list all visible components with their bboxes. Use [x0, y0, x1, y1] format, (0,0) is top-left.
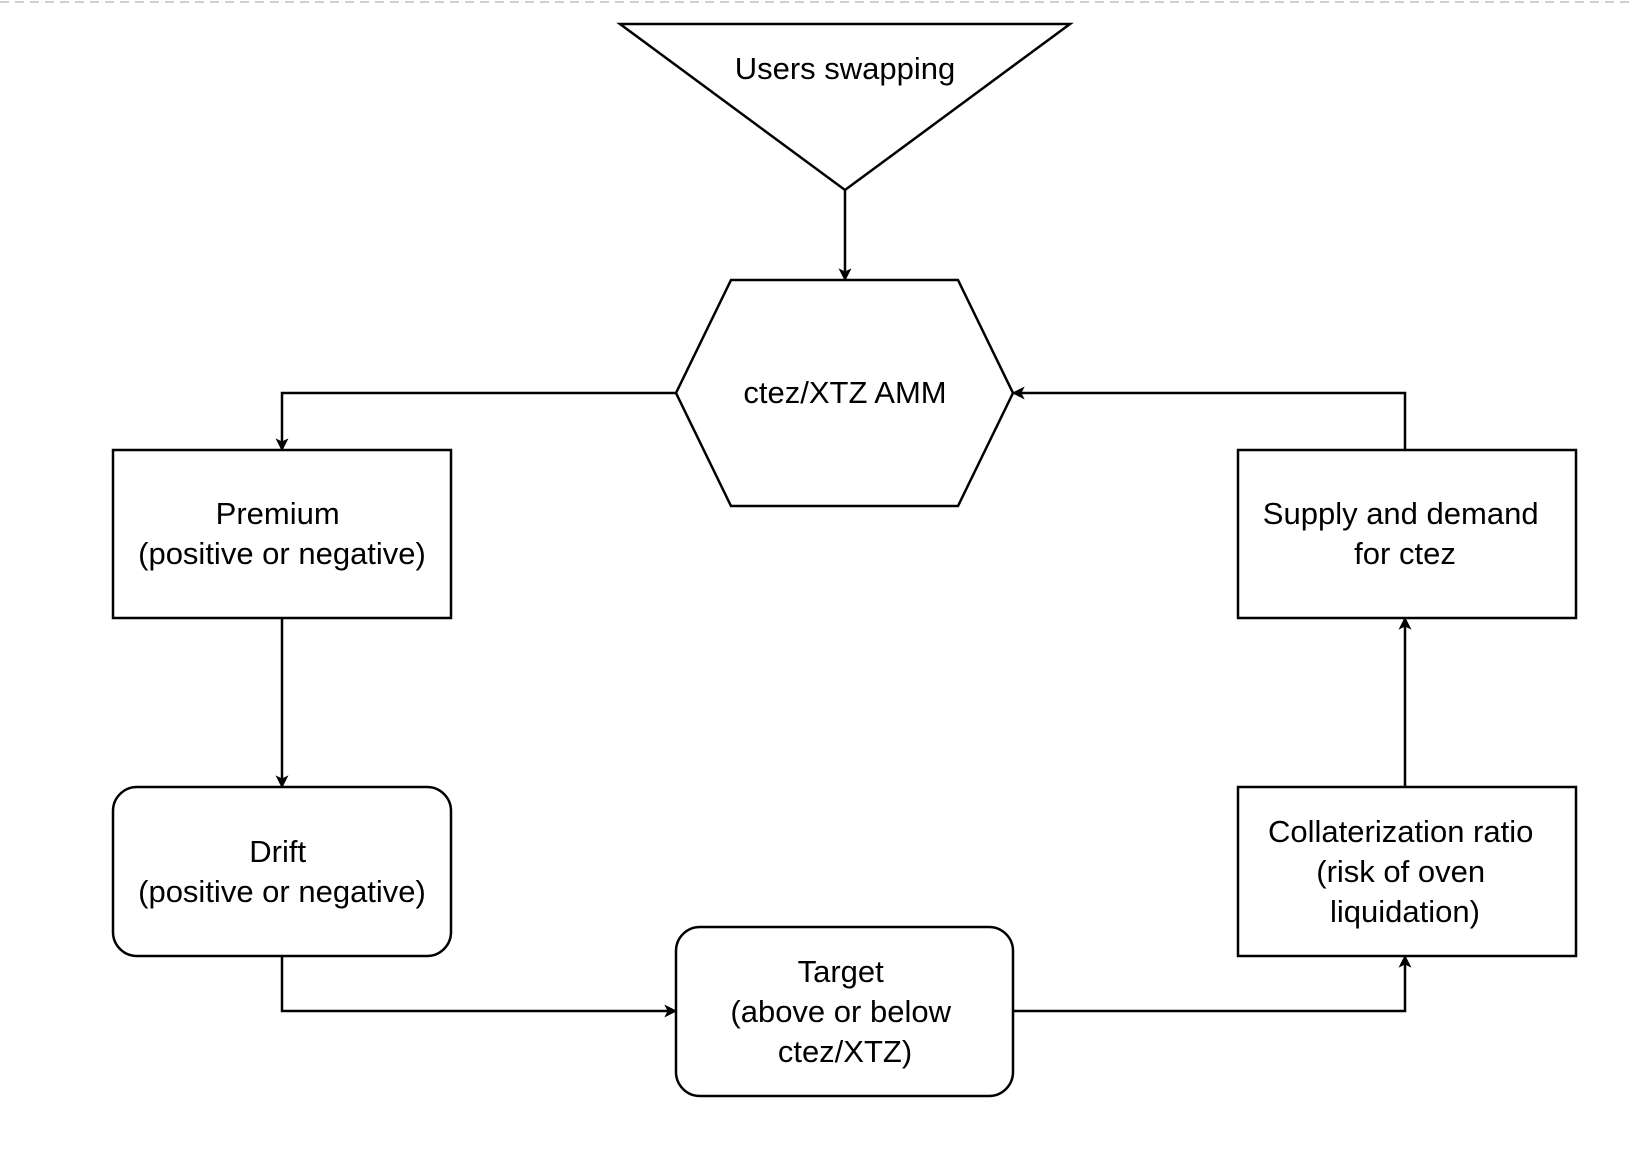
- amm-label-line: ctez/XTZ AMM: [743, 375, 946, 410]
- amm-label: ctez/XTZ AMM: [743, 375, 946, 410]
- premium-label-line: (positive or negative): [138, 536, 426, 571]
- users-swapping-label-line: Users swapping: [735, 51, 956, 86]
- edge-target-to-collateral: [1013, 954, 1412, 1013]
- edge-drift-to-target: [280, 956, 678, 1018]
- supply-demand-label-line: Supply and demand: [1263, 496, 1539, 531]
- rounded-rectangle-shape: [111, 785, 453, 958]
- premium-label-line: Premium: [216, 496, 340, 531]
- rectangle-shape: [1236, 448, 1578, 620]
- target-label-line: ctez/XTZ): [778, 1034, 912, 1069]
- target-label-line: (above or below: [730, 994, 951, 1029]
- node-drift: Drift (positive or negative): [111, 785, 453, 958]
- rectangle-shape: [111, 448, 453, 620]
- collateral-label-line: (risk of oven: [1316, 854, 1485, 889]
- node-target: Target (above or below ctez/XTZ): [674, 925, 1015, 1098]
- target-label-line: Target: [798, 954, 885, 989]
- node-premium: Premium (positive or negative): [111, 448, 453, 620]
- node-users-swapping: Users swapping: [616, 22, 1074, 192]
- edge-amm-to-premium: [275, 391, 676, 452]
- supply-demand-label: Supply and demand for ctez: [1263, 496, 1547, 571]
- target-label: Target (above or below ctez/XTZ): [730, 954, 959, 1069]
- hexagon-shape: [674, 278, 1015, 508]
- node-supply-demand: Supply and demand for ctez: [1236, 448, 1578, 620]
- collateral-label-line: Collaterization ratio: [1268, 814, 1533, 849]
- users-swapping-label: Users swapping: [735, 51, 956, 86]
- rectangle-shape: [1236, 785, 1578, 958]
- premium-label: Premium (positive or negative): [138, 496, 426, 571]
- supply-demand-label-line: for ctez: [1354, 536, 1456, 571]
- drift-label-line: Drift: [249, 834, 306, 869]
- edge-supply-demand-to-amm: [1011, 386, 1407, 450]
- collateral-label-line: liquidation): [1330, 894, 1480, 929]
- drift-label: Drift (positive or negative): [138, 834, 426, 909]
- collateral-label: Collaterization ratio (risk of oven liqu…: [1268, 814, 1542, 929]
- node-amm: ctez/XTZ AMM: [674, 278, 1015, 508]
- rounded-rectangle-shape: [674, 925, 1015, 1098]
- inverted-triangle-shape: [616, 22, 1074, 192]
- drift-label-line: (positive or negative): [138, 874, 426, 909]
- node-collateral: Collaterization ratio (risk of oven liqu…: [1236, 785, 1578, 958]
